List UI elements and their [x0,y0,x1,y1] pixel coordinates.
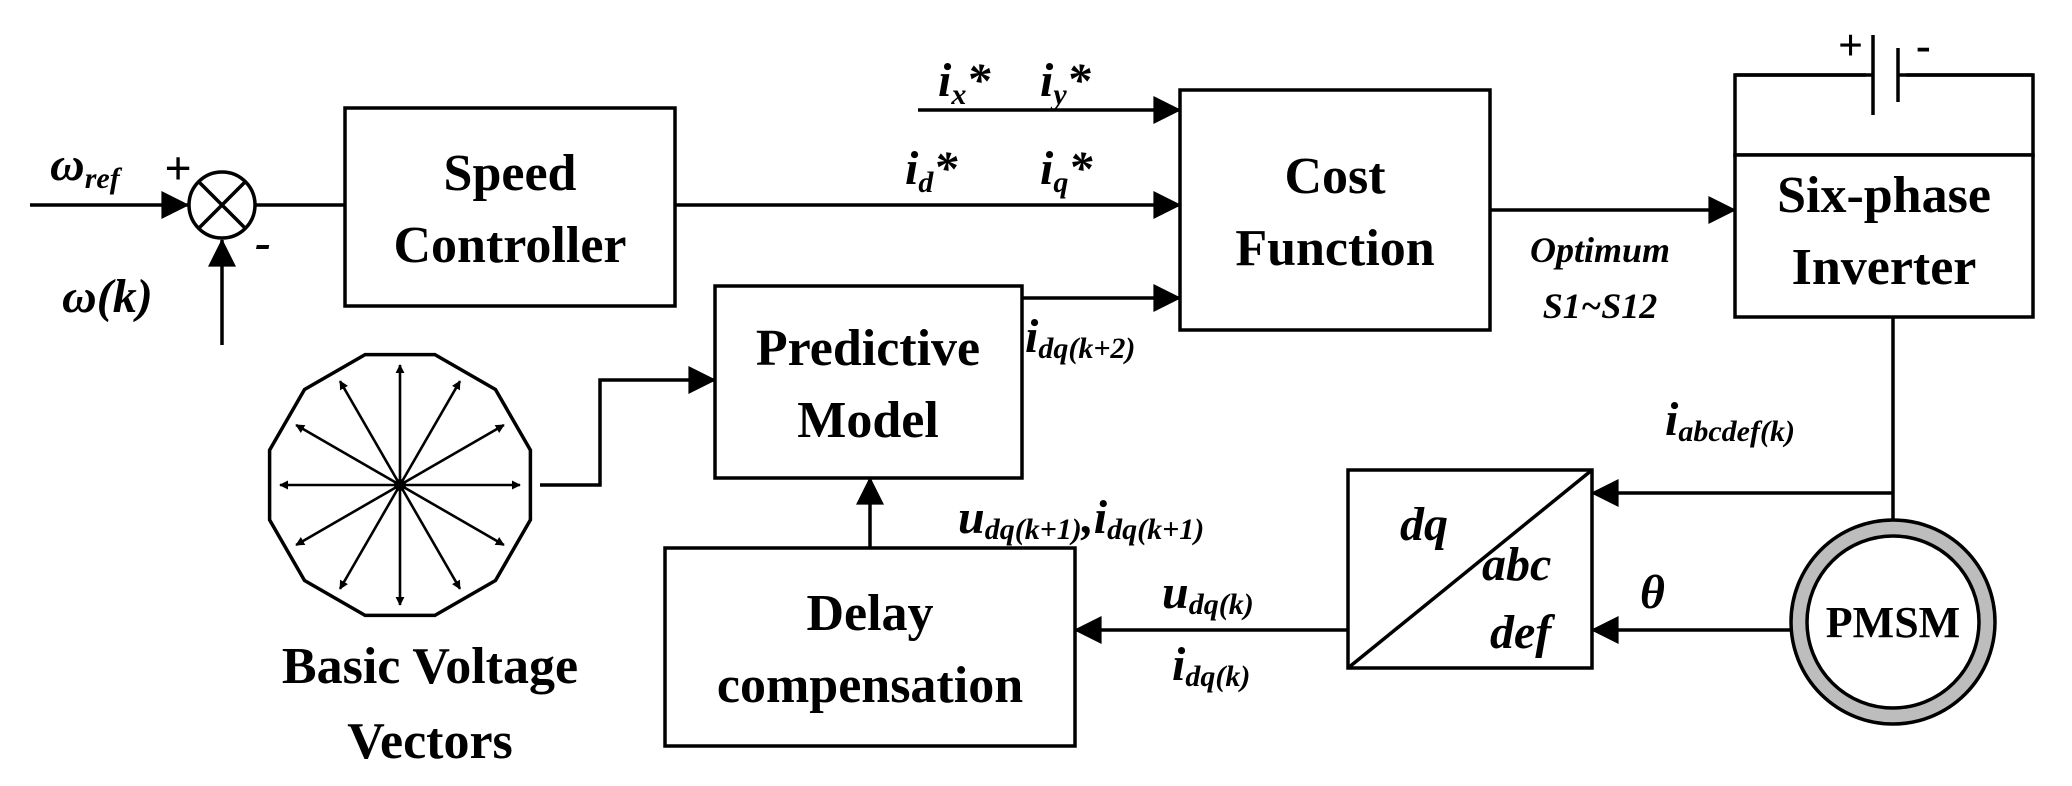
optimum-label: Optimum [1530,230,1670,270]
omega-ref-label: ωref [50,138,123,195]
predictive-model-block: Predictive Model [713,284,1024,480]
idq-k-label: idq(k) [1172,638,1250,693]
predictive-model-line2: Model [797,392,939,449]
vectors-to-model-wire [540,366,717,487]
delay-compensation-line2: compensation [717,657,1023,714]
basic-voltage-vectors-line1: Basic Voltage [282,638,578,695]
xy-current-reference: ix* iy* [918,54,1182,124]
id-star-label: id* [905,142,958,199]
theta-label: θ [1640,566,1665,619]
voltage-vector-arrow [338,484,402,590]
dq-current-reference: id* iq* [675,142,1182,219]
voltage-vector-arrows [279,364,521,606]
pmsm-motor: PMSM [1789,518,1997,726]
speed-controller-line1: Speed [444,145,577,202]
voltage-vector-arrow [338,380,402,486]
measured-signals: udq(k) idq(k) [1073,566,1348,693]
voltage-vector-arrow [398,484,462,590]
idq-k2-label: idq(k+2) [1025,310,1135,365]
six-phase-inverter-block: Six-phase Inverter [1733,153,2035,319]
speed-controller-line2: Controller [394,217,627,274]
optimal-switching-signal: Optimum S1~S12 [1490,196,1737,326]
reference-speed-input: ωref + [30,138,191,219]
iq-star-label: iq* [1040,142,1093,199]
voltage-vector-arrow [399,483,505,547]
transform-abc-label: abc [1482,538,1551,591]
delay-compensation-line1: Delay [806,585,933,642]
basic-voltage-vectors-line2: Vectors [347,713,513,770]
voltage-vector-arrow [295,483,401,547]
voltage-vectors-symbol [267,352,533,618]
inverter-line1: Six-phase [1777,167,1991,224]
udq-k1-idq-k1-label: udq(k+1),idq(k+1) [958,491,1204,546]
summing-junction [187,170,257,240]
udq-k-label: udq(k) [1162,566,1254,621]
transform-dq-label: dq [1400,498,1448,551]
cost-function-block: Cost Function [1178,88,1492,332]
voltage-vector-arrow [295,423,401,487]
pmsm-label: PMSM [1826,598,1960,647]
coordinate-transform-block: dq abc def [1346,468,1594,670]
sum-plus-sign: + [164,142,191,195]
speed-controller-block: Speed Controller [343,106,677,308]
voltage-vector-arrow [398,380,462,486]
iabcdef-k-label: iabcdef(k) [1665,393,1795,448]
transform-def-label: def [1490,606,1555,659]
delay-compensation-block: Delay compensation [663,546,1077,748]
predictive-model-line1: Predictive [756,320,980,377]
ix-star-label: ix* [938,54,991,111]
omega-k-label: ω(k) [62,270,153,323]
iy-star-label: iy* [1040,54,1092,111]
inverter-line2: Inverter [1792,239,1977,296]
predicted-current-signal: idq(k+2) [1022,284,1182,365]
compensated-signals: udq(k+1),idq(k+1) [856,476,1204,548]
phase-current-feedback: iabcdef(k) [1590,317,1895,520]
cost-function-line1: Cost [1284,148,1386,205]
battery-plus-sign: + [1838,21,1863,70]
dc-source: + - [1733,21,2035,157]
speed-feedback-input: ω(k) - [62,216,271,345]
battery-minus-sign: - [1916,21,1931,70]
sum-minus-sign: - [255,216,271,269]
cost-function-line2: Function [1235,220,1434,277]
voltage-vector-arrow [399,423,505,487]
s1-s12-label: S1~S12 [1543,286,1658,326]
rotor-angle-signal: θ [1590,566,1791,644]
